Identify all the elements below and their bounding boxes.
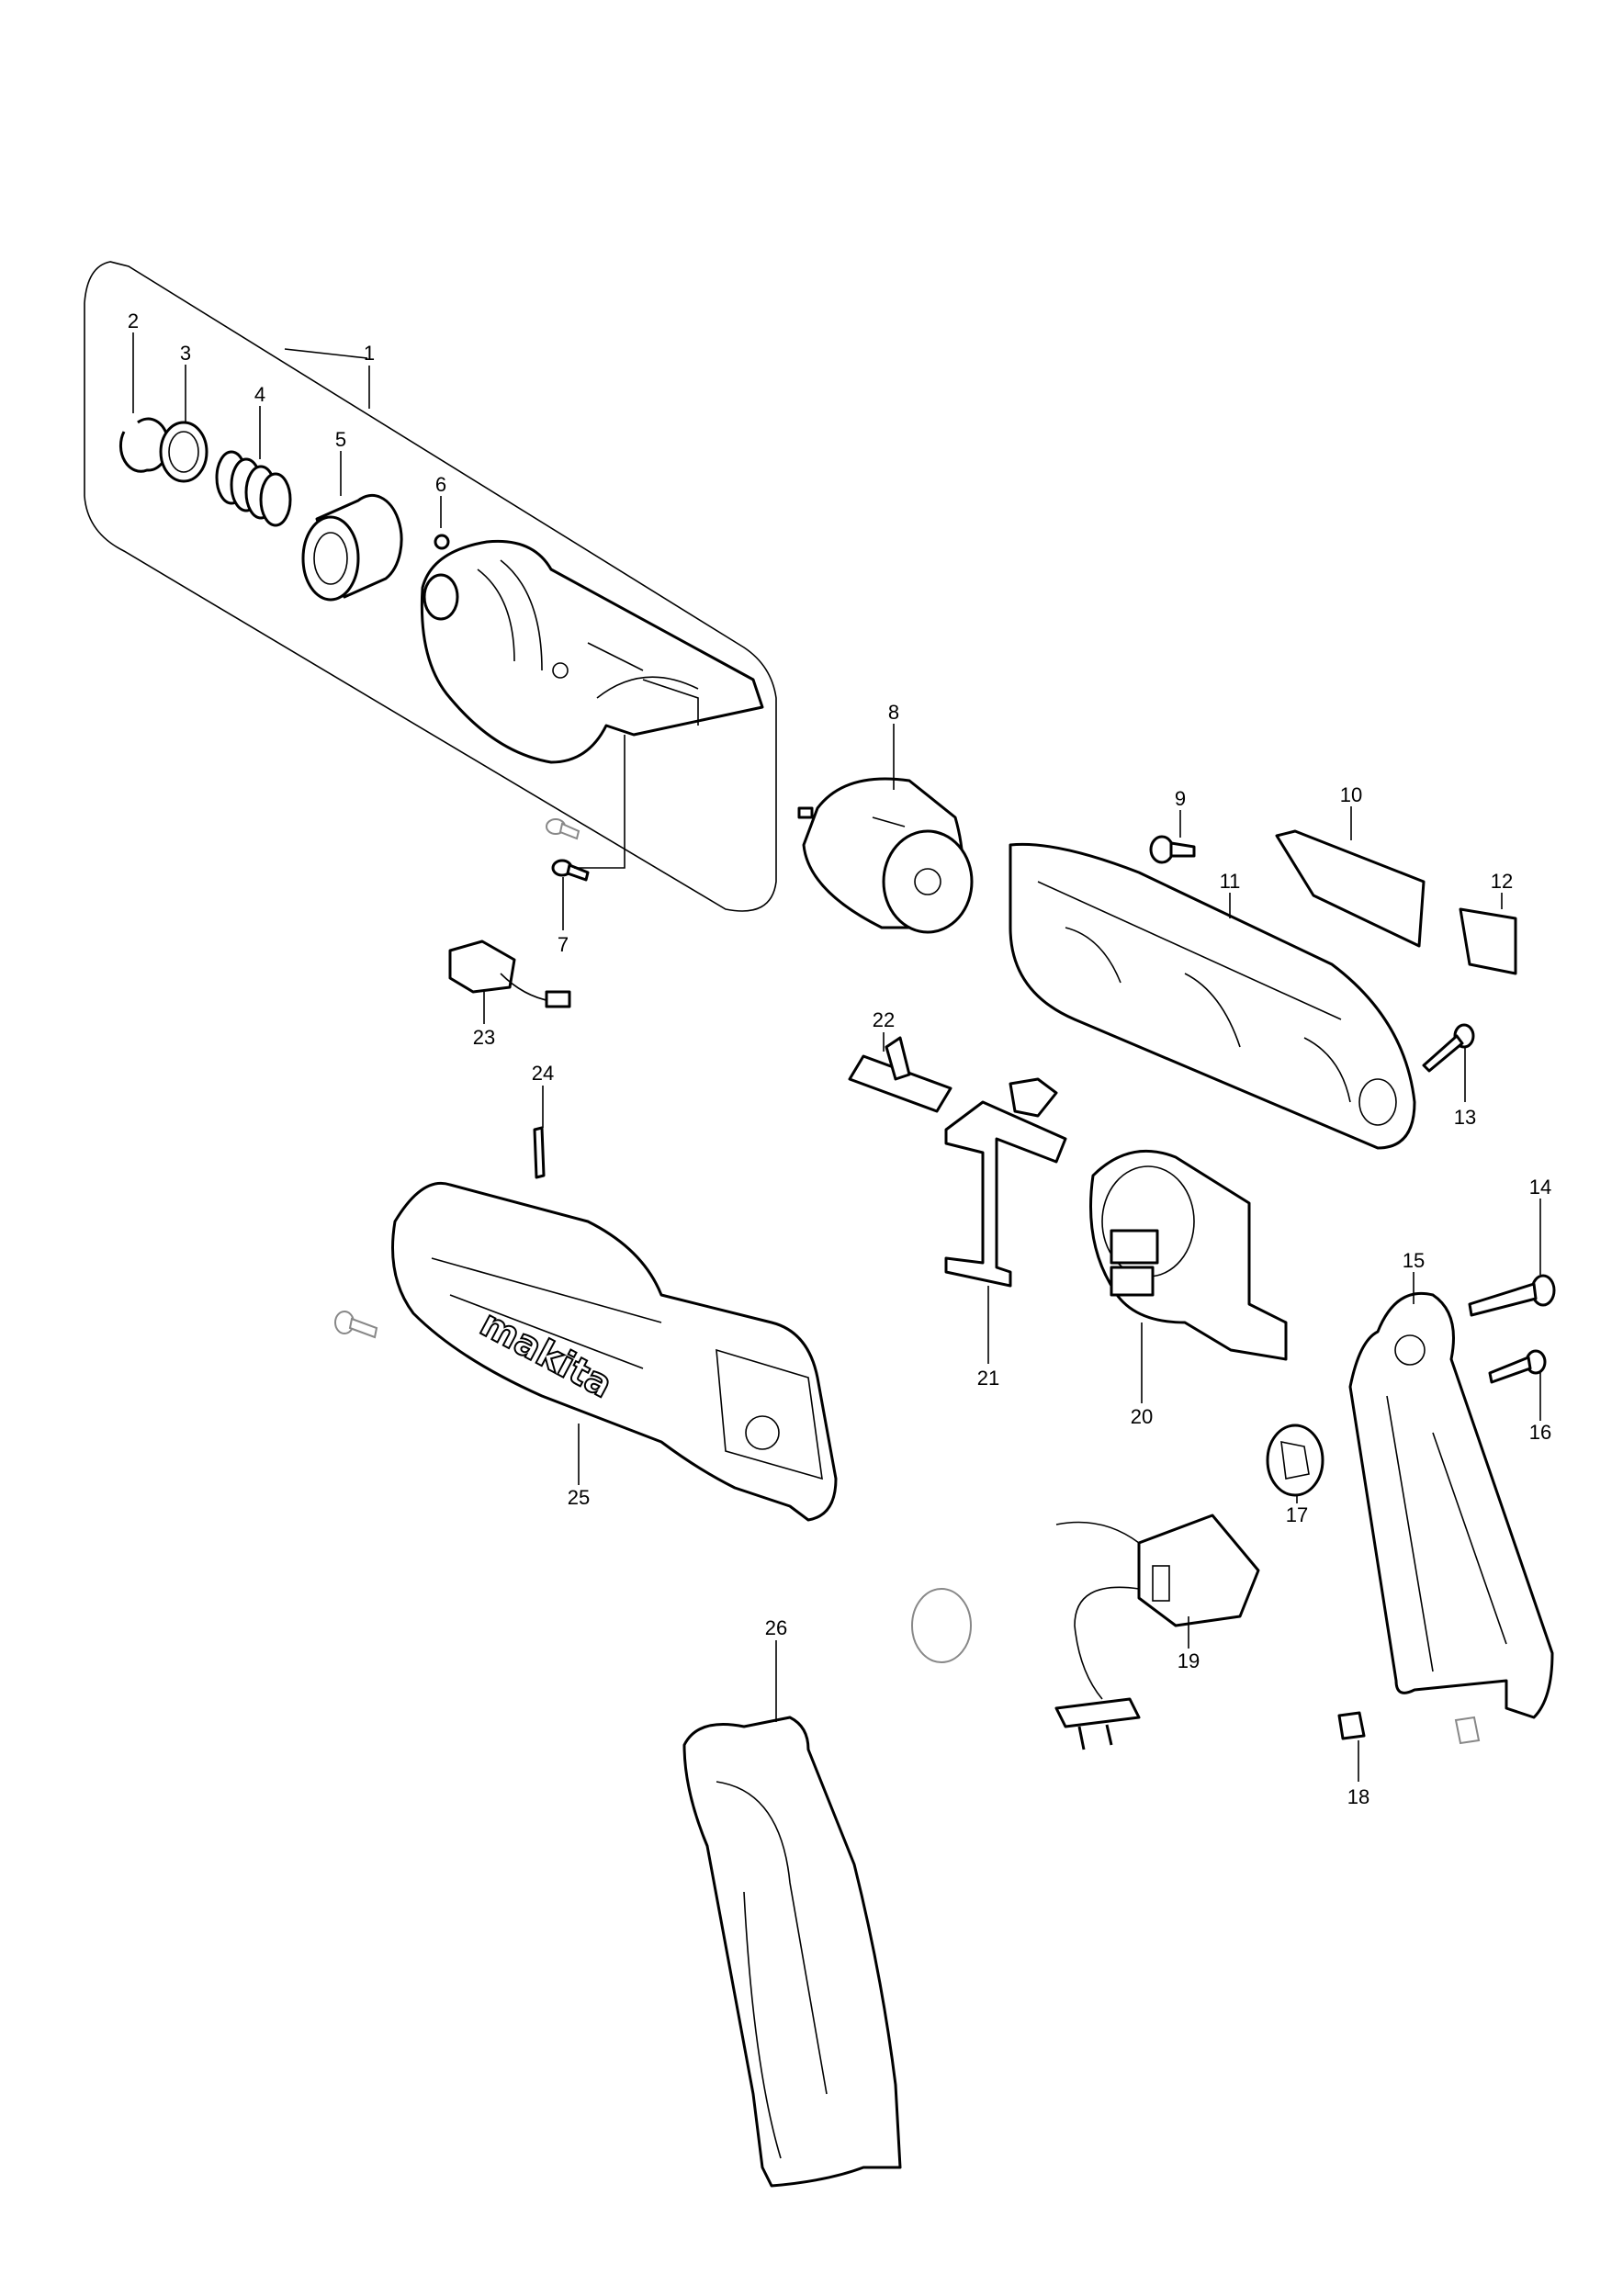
label-part-11: 11 xyxy=(1220,870,1241,893)
part-3-washer xyxy=(159,421,209,483)
label-part-6: 6 xyxy=(435,473,446,496)
label-part-2: 2 xyxy=(128,310,139,332)
part-4-spring xyxy=(215,450,292,527)
part-24-contact-strip xyxy=(533,1126,546,1179)
label-part-23: 23 xyxy=(473,1026,495,1049)
part-6-steel-ball xyxy=(434,534,450,550)
label-part-20: 20 xyxy=(1131,1405,1153,1428)
part-10-nameplate xyxy=(1275,829,1426,948)
assembly-group-outline xyxy=(84,261,777,912)
part-23-switch-with-lead xyxy=(448,940,571,1008)
label-part-21: 21 xyxy=(977,1367,999,1390)
label-part-13: 13 xyxy=(1454,1106,1476,1129)
part-8-motor xyxy=(797,777,974,934)
part-7-screw xyxy=(546,818,590,882)
label-part-10: 10 xyxy=(1340,783,1362,806)
housing-screw xyxy=(334,1311,378,1339)
label-part-8: 8 xyxy=(888,701,899,724)
part-13-screw xyxy=(1422,1023,1475,1073)
label-part-15: 15 xyxy=(1403,1249,1425,1272)
label-part-22: 22 xyxy=(873,1008,895,1031)
part-17-plate xyxy=(1266,1424,1324,1497)
label-part-17: 17 xyxy=(1286,1503,1308,1526)
part-16-screw xyxy=(1488,1349,1547,1384)
part-21-switch-lever xyxy=(944,1077,1067,1288)
part-20-switch xyxy=(1089,1149,1288,1361)
label-part-16: 16 xyxy=(1529,1421,1551,1444)
label-part-14: 14 xyxy=(1529,1176,1551,1199)
part-11-housing-half xyxy=(1009,842,1416,1150)
part-14-screw xyxy=(1468,1274,1556,1317)
part-15-handle-half xyxy=(1348,1291,1554,1719)
label-part-19: 19 xyxy=(1178,1649,1200,1672)
gear-housing-assembly xyxy=(420,539,764,764)
part-9-screw xyxy=(1149,835,1196,864)
label-part-25: 25 xyxy=(568,1486,590,1509)
label-part-12: 12 xyxy=(1491,870,1513,893)
part-17-alternate-view xyxy=(911,1588,972,1663)
leader-lines xyxy=(132,332,1541,1782)
part-26-grip-cover xyxy=(682,1716,902,2188)
label-part-3: 3 xyxy=(180,342,191,365)
label-part-5: 5 xyxy=(335,428,346,451)
part-number-labels: 1 2 3 4 5 6 7 8 9 10 11 12 13 14 15 16 1… xyxy=(128,310,1551,1808)
part-25-housing-half-with-logo: makita xyxy=(391,1181,838,1522)
label-part-24: 24 xyxy=(532,1062,554,1085)
part-5-sleeve xyxy=(301,493,403,602)
label-part-9: 9 xyxy=(1175,787,1186,810)
label-part-18: 18 xyxy=(1347,1785,1369,1808)
part-19-terminal-with-lead xyxy=(1054,1514,1260,1750)
part-2-retaining-ring xyxy=(118,417,170,473)
label-part-7: 7 xyxy=(558,933,569,956)
label-part-26: 26 xyxy=(765,1616,787,1639)
part-22-slide-button xyxy=(848,1036,952,1113)
label-part-4: 4 xyxy=(254,383,265,406)
part-18-plate xyxy=(1337,1711,1481,1745)
label-part-1: 1 xyxy=(364,342,375,365)
part-12-plate xyxy=(1459,907,1517,975)
